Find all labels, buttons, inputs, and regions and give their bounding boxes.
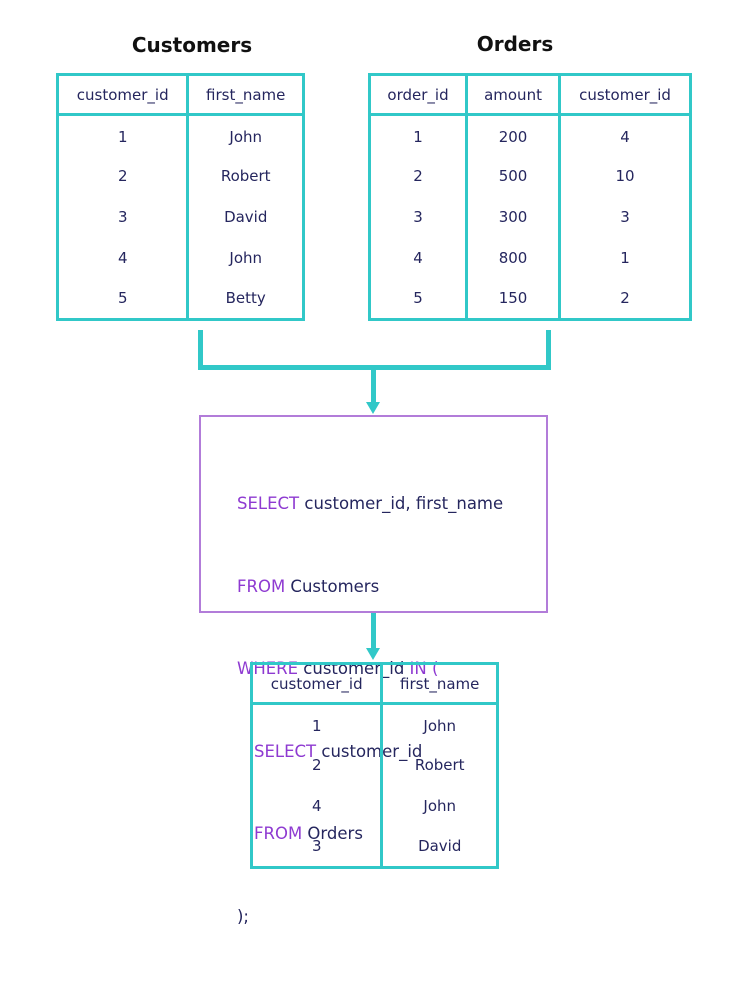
table-cell: 800 xyxy=(465,237,560,279)
table-cell: Robert xyxy=(380,744,498,786)
customers-title: Customers xyxy=(131,33,253,57)
sql-keyword: SELECT xyxy=(237,494,300,513)
table-cell: David xyxy=(380,826,498,868)
table-cell: 4 xyxy=(117,249,128,267)
table-row: 4 800 1 xyxy=(370,237,691,279)
column-header: customer_id xyxy=(57,74,188,116)
table-row: 5 Betty xyxy=(58,278,304,320)
table-cell: 1 xyxy=(117,127,128,146)
table-cell: 5 xyxy=(413,289,423,308)
table-header-row: customer_id first_name xyxy=(57,74,304,116)
table-cell: 3 xyxy=(117,208,128,226)
table-cell: 1 xyxy=(311,716,322,735)
table-row: 2 Robert xyxy=(58,155,304,197)
column-header: customer_id xyxy=(558,74,691,116)
table-row: 3 300 3 xyxy=(370,196,691,238)
orders-table: order_id amount customer_id 1 200 4 2 50… xyxy=(368,73,692,321)
column-header: first_name xyxy=(380,663,498,705)
table-row: 5 150 2 xyxy=(370,278,691,320)
table-row: 1 200 4 xyxy=(370,114,691,156)
table-cell: 4 xyxy=(413,249,423,267)
sql-keyword: FROM xyxy=(237,576,286,596)
table-cell: 4 xyxy=(558,114,691,156)
table-cell: John xyxy=(186,237,304,279)
orders-title: Orders xyxy=(476,32,554,56)
table-cell: 200 xyxy=(465,114,560,156)
result-table: customer_id first_name 1 John 2 Robert 4… xyxy=(250,662,499,869)
column-header: first_name xyxy=(186,74,304,116)
table-cell: 4 xyxy=(311,797,322,815)
sql-text: ); xyxy=(237,906,249,926)
arrowhead-to-result xyxy=(366,648,380,660)
code-line: SELECT customer_id, first_name xyxy=(237,490,503,518)
table-cell: 500 xyxy=(465,155,560,197)
table-row: 1 John xyxy=(252,703,498,745)
table-header-row: order_id amount customer_id xyxy=(369,74,691,116)
arrowhead-to-query xyxy=(366,402,380,414)
table-row: 3 David xyxy=(58,196,304,238)
table-cell: 3 xyxy=(413,208,423,226)
code-line: FROM Customers xyxy=(237,573,503,601)
table-cell: 2 xyxy=(558,278,691,320)
table-cell: David xyxy=(186,196,304,238)
column-header: order_id xyxy=(369,74,467,116)
table-row: 2 500 10 xyxy=(370,155,691,197)
connector-left-down xyxy=(198,330,203,370)
sql-keyword: FROM xyxy=(254,824,303,843)
table-cell: John xyxy=(186,114,304,156)
table-cell: 1 xyxy=(413,127,423,146)
table-cell: Betty xyxy=(186,278,304,320)
table-cell: 300 xyxy=(465,196,560,238)
code-line: FROM Orders xyxy=(237,820,503,848)
code-line: ); xyxy=(237,903,503,931)
table-cell: 2 xyxy=(413,167,423,185)
table-row: 2 Robert xyxy=(252,744,498,786)
table-cell: 3 xyxy=(558,196,691,238)
sql-text: customer_id, first_name xyxy=(299,494,504,513)
table-header-row: customer_id first_name xyxy=(251,663,498,705)
table-row: 4 John xyxy=(252,785,498,827)
connector-to-query xyxy=(371,365,376,403)
table-row: 4 John xyxy=(58,237,304,279)
table-cell: 2 xyxy=(311,756,322,774)
table-cell: 2 xyxy=(117,167,128,185)
column-header: customer_id xyxy=(251,663,382,705)
column-header: amount xyxy=(465,74,560,116)
table-row: 3 David xyxy=(252,826,498,868)
table-cell: 10 xyxy=(558,155,691,197)
table-cell: 1 xyxy=(558,237,691,279)
connector-to-result xyxy=(371,613,376,649)
table-row: 1 John xyxy=(58,114,304,156)
sql-keyword: SELECT xyxy=(254,741,317,761)
customers-table: customer_id first_name 1 John 2 Robert 3… xyxy=(56,73,305,321)
table-cell: 3 xyxy=(311,837,322,856)
table-cell: John xyxy=(380,703,498,745)
sql-text: Customers xyxy=(285,576,380,596)
table-cell: Robert xyxy=(186,155,304,197)
connector-right-down xyxy=(546,330,551,370)
table-cell: 150 xyxy=(465,278,560,320)
sql-query-box: SELECT customer_id, first_name FROM Cust… xyxy=(199,415,548,926)
sql-text: Orders xyxy=(302,824,363,843)
table-cell: 5 xyxy=(117,289,128,308)
table-cell: John xyxy=(380,785,498,827)
